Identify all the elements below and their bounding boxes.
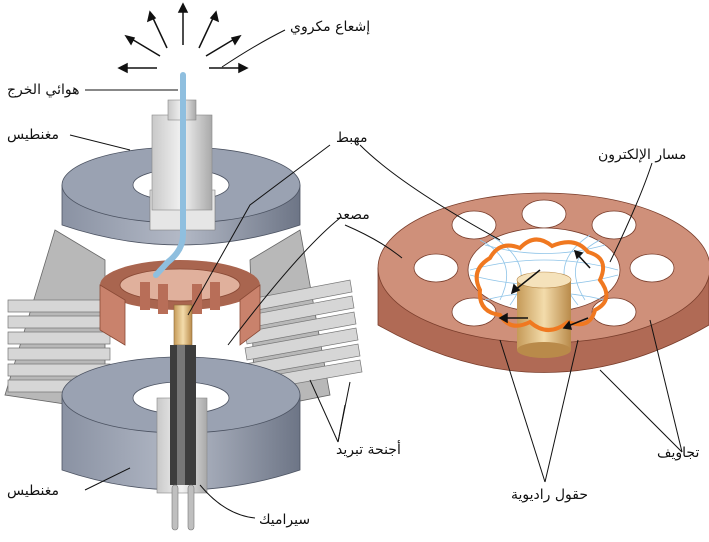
electron-arrows bbox=[498, 249, 591, 330]
label-ceramic: سيراميك bbox=[259, 512, 311, 528]
label-anode: مصعد bbox=[336, 207, 370, 223]
label-magnet-top: مغنطيس bbox=[7, 127, 60, 143]
label-electron-path: مسار الإلكترون bbox=[598, 147, 687, 163]
cathode-left bbox=[170, 304, 196, 531]
label-radial-fields: حقول راديوية bbox=[511, 487, 589, 503]
cathode-right bbox=[516, 271, 572, 358]
output-antenna bbox=[151, 72, 213, 278]
leader-lines bbox=[69, 29, 683, 519]
electron-path bbox=[474, 237, 609, 332]
radiation-arrows bbox=[117, 2, 249, 74]
label-cathode: مهبط bbox=[336, 130, 368, 146]
label-microwave-radiation: إشعاع مكروي bbox=[290, 19, 371, 35]
anode-block bbox=[99, 260, 261, 346]
label-cavities: تجاويف bbox=[657, 445, 700, 461]
label-magnet-bottom: مغنطيس bbox=[7, 483, 60, 499]
label-output-antenna: هوائي الخرج bbox=[7, 82, 80, 98]
label-cooling-fins: أجنحة تبريد bbox=[336, 442, 401, 458]
